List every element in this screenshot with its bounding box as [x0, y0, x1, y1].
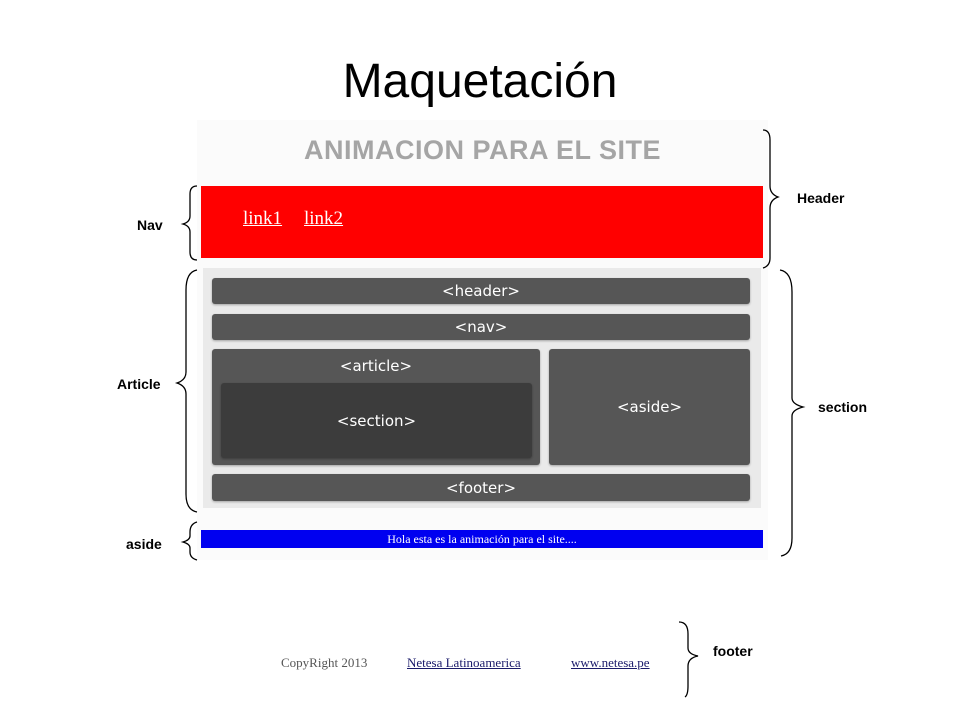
- site-title: ANIMACION PARA EL SITE: [303, 135, 662, 165]
- brace-article: [174, 269, 198, 513]
- annotation-article: Article: [117, 376, 161, 392]
- annotation-header: Header: [797, 190, 845, 206]
- annotation-aside: aside: [126, 536, 162, 552]
- annotation-section: section: [818, 399, 868, 415]
- brace-footer: [678, 621, 699, 698]
- nav-link-1[interactable]: link1: [243, 208, 283, 229]
- footer-link-website[interactable]: www.netesa.pe: [571, 655, 650, 670]
- annotation-footer: footer: [713, 643, 753, 659]
- brace-section: [779, 269, 806, 557]
- slide-title: Maquetación: [342, 55, 618, 108]
- brace-nav: [180, 185, 198, 261]
- brace-aside: [180, 521, 198, 561]
- nav-block: <nav>: [212, 314, 750, 340]
- nav-bar: [201, 186, 763, 258]
- annotation-nav: Nav: [137, 217, 163, 233]
- header-block: <header>: [212, 278, 750, 304]
- footer-block: <footer>: [212, 474, 750, 501]
- section-block: <section>: [221, 383, 532, 458]
- footer-copyright: CopyRight 2013: [281, 655, 368, 670]
- footer-link-netesa[interactable]: Netesa Latinoamerica: [407, 655, 521, 670]
- brace-header: [762, 129, 780, 269]
- article-block-label: <article>: [339, 357, 413, 375]
- marquee-bar: Hola esta es la animación para el site..…: [201, 530, 763, 548]
- aside-block: <aside>: [549, 349, 750, 465]
- nav-link-2[interactable]: link2: [304, 208, 344, 229]
